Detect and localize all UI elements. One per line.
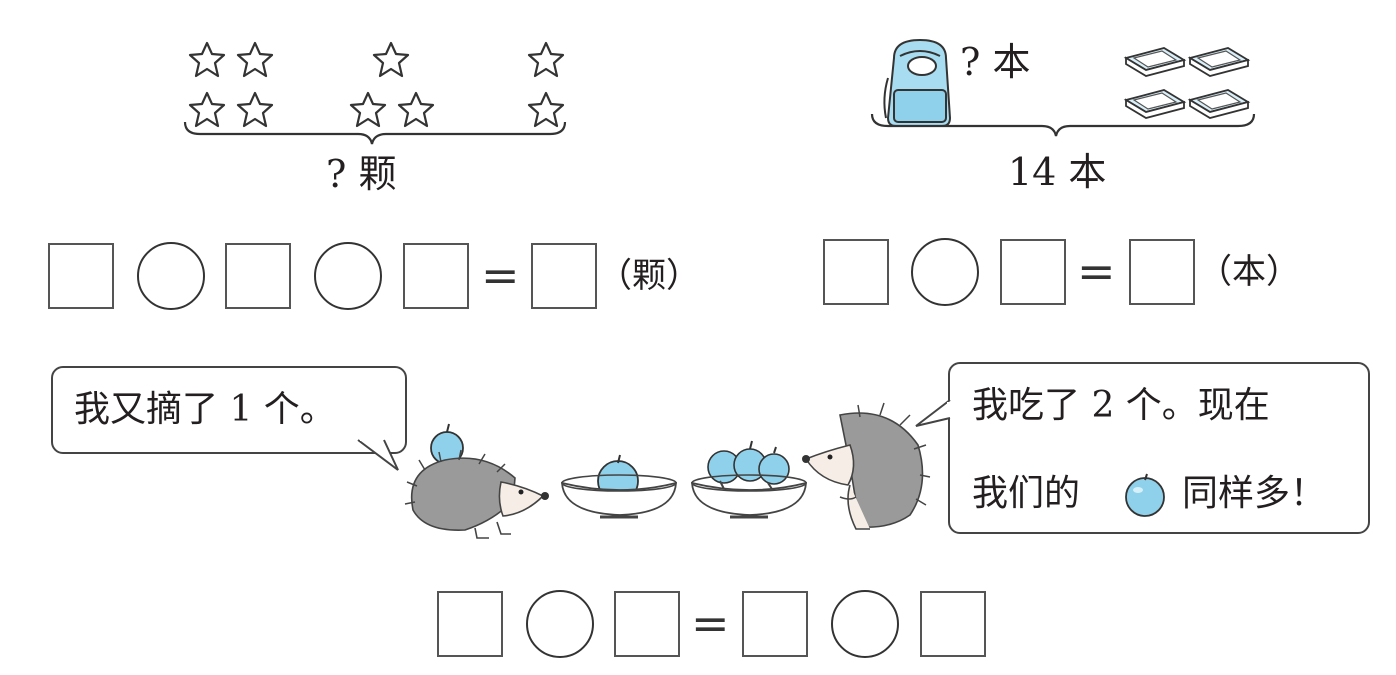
books-total-label: 14 本 [1008, 150, 1107, 194]
speech-text-right-line2b: 同样多！ [1182, 473, 1327, 514]
star-icon [188, 91, 226, 128]
answer-box[interactable] [437, 591, 503, 657]
speech-bubble-tail [357, 437, 399, 471]
unit-label: （颗） [598, 256, 700, 296]
bowl-one-apple [561, 454, 677, 519]
speech-bubble-tail [915, 399, 951, 427]
star-icon [236, 91, 274, 128]
answer-box[interactable] [531, 243, 597, 309]
answer-box[interactable] [225, 243, 291, 309]
answer-box[interactable] [48, 243, 114, 309]
books-question-label: ? 本 [960, 40, 1031, 84]
speech-text-right-line1: 我吃了 2 个。现在 [972, 385, 1270, 426]
star-icon [349, 91, 387, 128]
book-icon [1125, 47, 1185, 77]
speech-bubble-left [51, 366, 407, 454]
bowl-eaten-apples [691, 440, 807, 519]
equals-sign: = [691, 596, 730, 650]
hedgehog-right [802, 402, 931, 530]
answer-box[interactable] [920, 591, 986, 657]
answer-box[interactable] [1129, 239, 1195, 305]
star-icon [527, 91, 565, 128]
answer-box[interactable] [742, 591, 808, 657]
speech-text-right-line2a: 我们的 [972, 473, 1081, 514]
answer-box[interactable] [1000, 239, 1066, 305]
operator-circle[interactable] [314, 242, 382, 310]
equals-sign: = [481, 248, 520, 302]
brace [870, 113, 1256, 137]
speech-text-left: 我又摘了 1 个。 [74, 389, 336, 430]
book-icon [1189, 47, 1249, 77]
star-icon [188, 41, 226, 78]
unit-label: （本） [1198, 252, 1300, 292]
star-icon [397, 91, 435, 128]
apple-icon [1125, 473, 1165, 517]
answer-box[interactable] [614, 591, 680, 657]
operator-circle[interactable] [831, 590, 899, 658]
star-icon [236, 41, 274, 78]
stars-question-label: ? 颗 [326, 152, 397, 196]
hedgehog-left [404, 423, 549, 539]
operator-circle[interactable] [137, 242, 205, 310]
operator-circle[interactable] [911, 238, 979, 306]
answer-box[interactable] [823, 239, 889, 305]
star-group [183, 41, 567, 145]
backpack-icon [883, 38, 952, 127]
operator-circle[interactable] [526, 590, 594, 658]
star-icon [372, 41, 410, 78]
brace [183, 121, 567, 145]
equals-sign: = [1077, 244, 1116, 298]
answer-box[interactable] [403, 243, 469, 309]
star-icon [527, 41, 565, 78]
